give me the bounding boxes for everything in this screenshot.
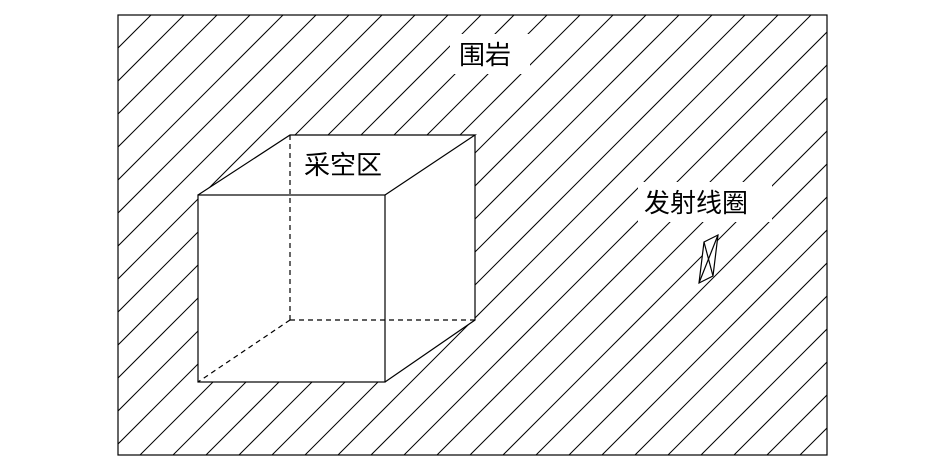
hatch-line <box>118 15 317 214</box>
hatch-line <box>403 31 827 455</box>
hatch-line <box>370 15 812 455</box>
hatch-line <box>118 15 383 280</box>
hatch-line <box>601 229 827 455</box>
cube-top-face <box>197 134 477 196</box>
hatch-line <box>118 15 251 148</box>
cube-front-face <box>197 194 386 383</box>
hatch-line <box>436 64 827 455</box>
hatch-line <box>535 163 827 455</box>
label-surrounding-rock: 围岩 <box>459 41 511 71</box>
hatch-line <box>833 15 945 455</box>
hatch-line <box>118 15 284 181</box>
hatch-line <box>118 15 119 16</box>
cube-fill <box>198 135 475 382</box>
label-bg-coil <box>638 182 772 222</box>
hatch-line <box>118 15 185 82</box>
label-goaf: 采空区 <box>304 151 382 181</box>
label-bg-rock <box>450 34 530 74</box>
cube-hidden-edges <box>197 135 475 383</box>
hatch-line <box>118 15 416 313</box>
hatch-line <box>337 15 779 455</box>
label-transmitter-coil: 发射线圈 <box>644 189 748 219</box>
transmitter-coil <box>698 233 719 285</box>
hatch-line <box>118 15 350 247</box>
hatch-line <box>118 15 218 115</box>
hatch-line <box>733 361 827 455</box>
hatch-line <box>634 262 827 455</box>
hatch-line <box>568 196 827 455</box>
rock-frame <box>117 14 828 456</box>
hatch-line <box>502 130 827 455</box>
hatch-line <box>667 295 827 455</box>
goaf-cube <box>197 134 477 383</box>
hatch-line <box>469 97 827 455</box>
hatch-line <box>700 328 827 455</box>
hatch-line <box>766 394 827 455</box>
